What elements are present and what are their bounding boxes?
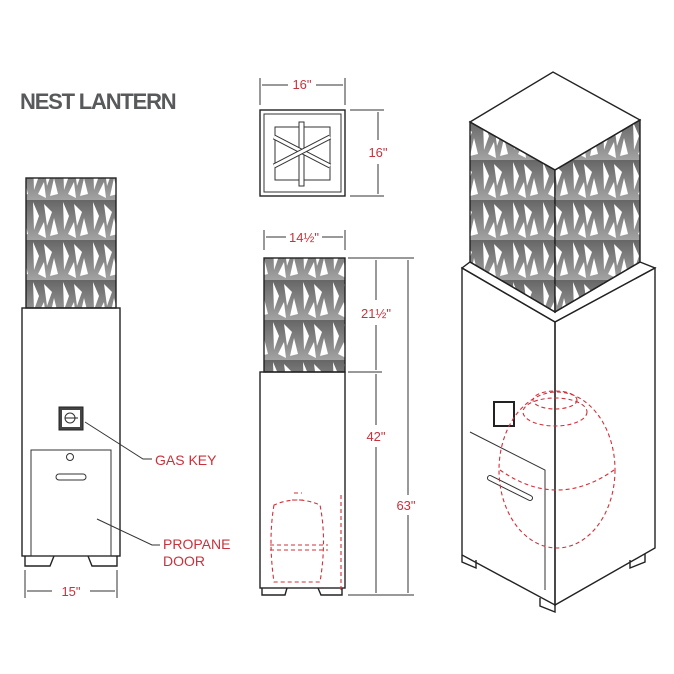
propane-door [30,449,112,557]
screen-width-label: 14½" [289,230,319,245]
product-title: NEST LANTERN [20,89,176,114]
side-base [259,371,346,589]
top-view: 16" 16" [259,77,388,197]
front-base [21,307,121,557]
gas-key-label: GAS KEY [155,452,217,468]
side-screen [263,257,346,373]
top-width-label: 16" [292,77,311,92]
screen-height-label: 21½" [361,306,391,321]
door-handle [55,473,87,481]
front-width-label: 15" [61,584,80,599]
perspective-view [460,71,657,614]
front-screen [25,177,117,309]
front-feet [24,555,118,567]
perspective-propane-tank [498,391,616,549]
gas-key-icon [58,406,84,431]
perspective-front-face [461,266,556,607]
base-height-label: 42" [366,429,385,444]
total-height-label: 63" [396,498,415,513]
top-depth-label: 16" [368,145,387,160]
front-view: GAS KEY PROPANE DOOR 15" [21,177,230,599]
propane-door-label-line2: DOOR [163,553,205,569]
side-view: 14½" 21½" 42" 63" [259,230,416,596]
door-lock-icon [66,453,74,461]
perspective-gas-key-icon [493,401,515,427]
propane-tank-outline [270,499,325,583]
propane-label: PROPANE [163,536,230,552]
